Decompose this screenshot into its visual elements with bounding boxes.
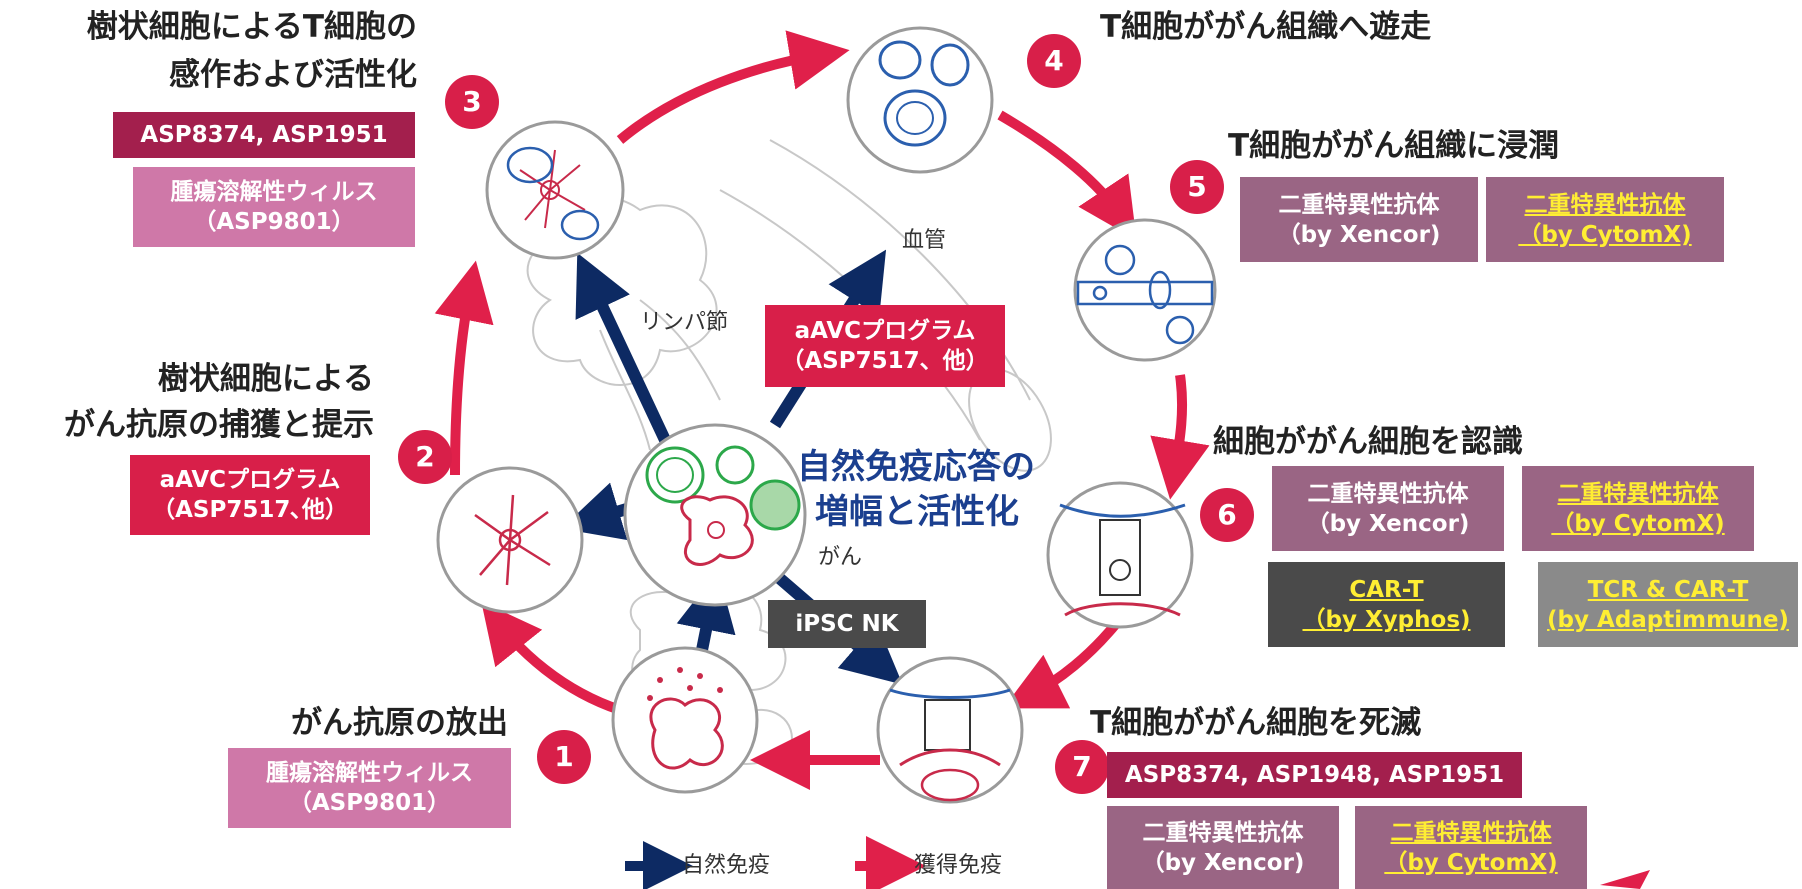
program-step5-xencor-line1: 二重特異性抗体 bbox=[1278, 191, 1440, 218]
program-step2-aavc-line1: aAVCプログラム bbox=[159, 467, 341, 493]
program-step6-xencor-line1: 二重特異性抗体 bbox=[1307, 480, 1469, 507]
program-step1-virus-line2: （ASP9801） bbox=[288, 790, 451, 816]
arrow-5-to-6 bbox=[1150, 374, 1210, 500]
arrow-4-to-5 bbox=[997, 110, 1137, 240]
program-step5-xencor: 二重特異性抗体 （by Xencor) bbox=[1240, 177, 1478, 262]
program-step6-cytomx-line1[interactable]: 二重特異性抗体 bbox=[1557, 480, 1719, 507]
step-badge-6: 6 bbox=[1200, 488, 1254, 542]
step-badge-3: 3 bbox=[445, 75, 499, 129]
step-3-title-line2: 感作および活性化 bbox=[169, 57, 417, 93]
cell-circle-4 bbox=[846, 26, 994, 174]
program-step7-cytomx-link[interactable]: 二重特異性抗体 （by CytomX) bbox=[1355, 806, 1587, 889]
program-step6-xencor: 二重特異性抗体 （by Xencor) bbox=[1272, 466, 1504, 551]
arrow-center-to-3 bbox=[575, 252, 671, 443]
program-center-aavc-line2: （ASP7517、他） bbox=[781, 348, 989, 374]
step-1-title: がん抗原の放出 bbox=[291, 705, 508, 741]
program-step5-cytomx-link[interactable]: 二重特異性抗体 （by CytomX) bbox=[1486, 177, 1724, 262]
program-center-aavc-line1: aAVCプログラム bbox=[794, 318, 976, 344]
program-step7-cytomx-line2[interactable]: （by CytomX) bbox=[1384, 849, 1558, 876]
program-step6-adaptimmune-line2[interactable]: (by Adaptimmune) bbox=[1547, 606, 1789, 633]
step-4-title: T細胞ががん組織へ遊走 bbox=[1100, 9, 1432, 45]
step-3-title-line1: 樹状細胞によるT細胞の bbox=[86, 9, 417, 45]
arrow-6-to-7 bbox=[1003, 621, 1119, 709]
step-badge-1: 1 bbox=[537, 730, 591, 784]
program-step3-asp-text: ASP8374, ASP1951 bbox=[140, 122, 388, 148]
cell-circle-2 bbox=[436, 466, 584, 614]
center-title-line1: 自然免疫応答の bbox=[797, 447, 1035, 487]
program-step3-asp: ASP8374, ASP1951 bbox=[113, 112, 415, 158]
program-step5-cytomx-line2[interactable]: （by CytomX) bbox=[1518, 221, 1692, 248]
program-step6-xyphos-line1[interactable]: CAR-T bbox=[1349, 576, 1424, 603]
program-center-aavc: aAVCプログラム （ASP7517、他） bbox=[765, 305, 1005, 387]
program-step2-aavc: aAVCプログラム （ASP7517､他） bbox=[130, 455, 370, 535]
program-step6-xyphos-line2[interactable]: （by Xyphos) bbox=[1302, 606, 1471, 633]
step-5-title: T細胞ががん組織に浸潤 bbox=[1228, 128, 1560, 164]
arrow-2-to-3 bbox=[434, 260, 494, 476]
blood-vessel-label: 血管 bbox=[902, 228, 947, 253]
program-step7-cytomx-line1[interactable]: 二重特異性抗体 bbox=[1390, 819, 1552, 846]
program-center-ipsc: iPSC NK bbox=[768, 600, 926, 648]
cell-circle-7 bbox=[876, 656, 1024, 804]
step-badge-2: 2 bbox=[398, 430, 452, 484]
acquired-immunity-arrows bbox=[434, 30, 1210, 790]
program-center-ipsc-text: iPSC NK bbox=[795, 611, 899, 637]
center-title-line2: 増幅と活性化 bbox=[815, 492, 1019, 532]
program-step1-virus-line1: 腫瘍溶解性ウィルス bbox=[266, 760, 473, 786]
cell-circle-1 bbox=[611, 646, 759, 794]
step-6-title: 細胞ががん細胞を認識 bbox=[1213, 424, 1523, 460]
program-step6-adaptimmune-link[interactable]: TCR & CAR-T (by Adaptimmune) bbox=[1538, 562, 1798, 647]
step-badge-4: 4 bbox=[1027, 34, 1081, 88]
step-2-title-line2: がん抗原の捕獲と提示 bbox=[64, 407, 374, 443]
corner-arrow-icon bbox=[1600, 870, 1650, 889]
program-step6-cytomx-line2[interactable]: （by CytomX) bbox=[1551, 510, 1725, 537]
program-step7-xencor-line2: （by Xencor) bbox=[1141, 849, 1305, 876]
step-7-title: T細胞ががん細胞を死滅 bbox=[1090, 705, 1422, 741]
program-step7-asp: ASP8374, ASP1948, ASP1951 bbox=[1107, 752, 1522, 798]
arrow-1-to-2 bbox=[481, 601, 622, 715]
program-step3-virus-line2: （ASP9801） bbox=[193, 209, 355, 235]
cell-circle-6 bbox=[1046, 481, 1194, 629]
program-step6-xyphos-link[interactable]: CAR-T （by Xyphos) bbox=[1268, 562, 1505, 647]
program-step5-xencor-line2: （by Xencor) bbox=[1277, 221, 1441, 248]
program-step5-cytomx-line1[interactable]: 二重特異性抗体 bbox=[1524, 191, 1686, 218]
step-badge-5: 5 bbox=[1170, 160, 1224, 214]
program-step2-aavc-line2: （ASP7517､他） bbox=[152, 497, 348, 523]
program-step6-adaptimmune-line1[interactable]: TCR & CAR-T bbox=[1587, 576, 1749, 603]
legend-acquired-label: 獲得免疫 bbox=[914, 853, 1003, 878]
legend-innate-label: 自然免疫 bbox=[682, 853, 771, 878]
lymph-node-label: リンパ節 bbox=[640, 310, 729, 335]
program-step1-virus: 腫瘍溶解性ウィルス （ASP9801） bbox=[228, 748, 511, 828]
cell-circle-5 bbox=[1073, 218, 1217, 362]
cell-circle-3 bbox=[485, 120, 625, 260]
program-step3-virus-line1: 腫瘍溶解性ウィルス bbox=[170, 179, 378, 205]
lymph-node-sketch bbox=[526, 194, 721, 451]
step-badge-7: 7 bbox=[1055, 740, 1109, 794]
program-step7-xencor-line1: 二重特異性抗体 bbox=[1142, 819, 1304, 846]
program-step7-xencor: 二重特異性抗体 （by Xencor) bbox=[1107, 806, 1339, 889]
arrow-3-to-4 bbox=[616, 30, 850, 144]
program-step3-virus: 腫瘍溶解性ウィルス （ASP9801） bbox=[133, 167, 415, 247]
program-step7-asp-text: ASP8374, ASP1948, ASP1951 bbox=[1124, 762, 1505, 788]
center-cancer-circle bbox=[623, 423, 807, 607]
program-step6-xencor-line2: （by Xencor) bbox=[1306, 510, 1470, 537]
step-2-title-line1: 樹状細胞による bbox=[157, 361, 374, 397]
cancer-label: がん bbox=[818, 545, 863, 570]
program-step6-cytomx-link[interactable]: 二重特異性抗体 （by CytomX) bbox=[1522, 466, 1754, 551]
